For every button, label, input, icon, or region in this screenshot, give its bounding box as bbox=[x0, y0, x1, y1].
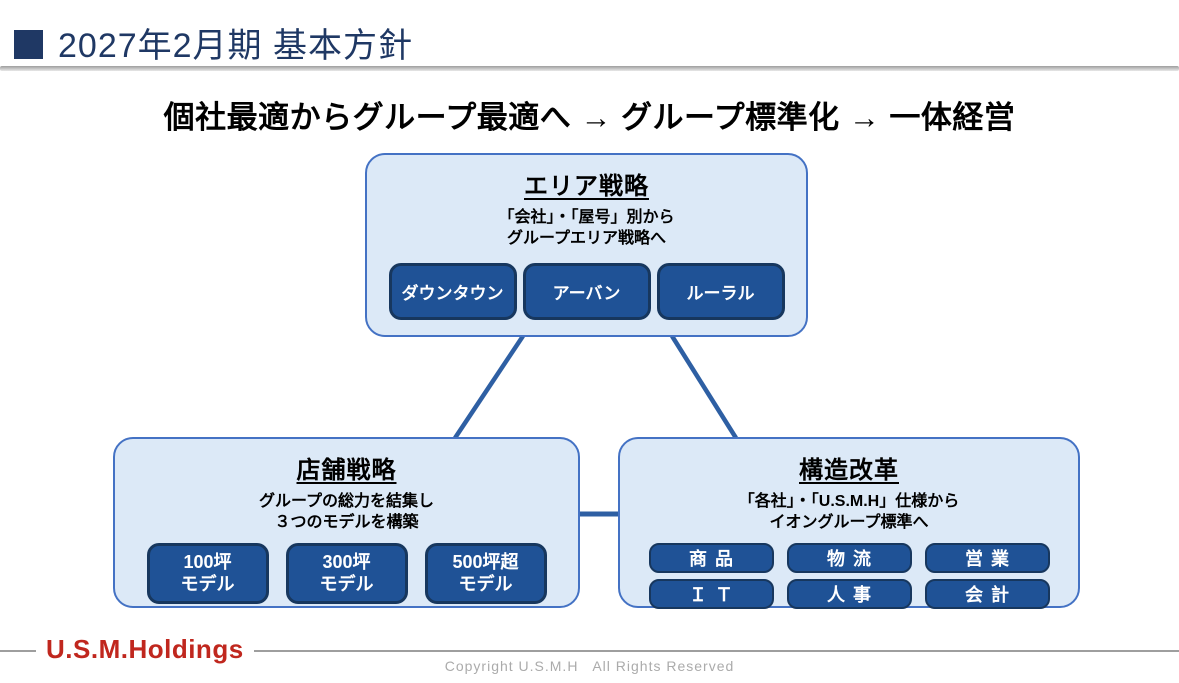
store-strategy-description: グループの総力を結集し ３つのモデルを構築 bbox=[115, 492, 578, 534]
reform-desc-line2: イオングループ標準へ bbox=[769, 513, 929, 531]
connector-area-store bbox=[453, 334, 525, 440]
reform-button-it-label: ＩＴ bbox=[689, 584, 741, 605]
area-button-urban: アーバン bbox=[522, 262, 651, 320]
reform-button-hr-label: 人事 bbox=[827, 584, 879, 605]
header-divider bbox=[0, 66, 1179, 71]
reform-button-hr: 人事 bbox=[786, 578, 912, 609]
reform-button-logistics-label: 物流 bbox=[827, 548, 879, 569]
area-button-downtown: ダウンタウン bbox=[388, 262, 517, 320]
store-button-500tsubo-line2: モデル bbox=[458, 574, 513, 595]
store-button-300tsubo: 300坪 モデル bbox=[285, 542, 408, 604]
area-button-urban-label: アーバン bbox=[552, 283, 621, 303]
store-button-500tsubo: 500坪超 モデル bbox=[424, 542, 547, 604]
reform-buttons-grid: 商品 物流 営業 ＩＴ 人事 会計 bbox=[620, 542, 1078, 609]
reform-button-sales: 営業 bbox=[924, 542, 1050, 573]
area-button-rural-label: ルーラル bbox=[686, 283, 755, 303]
area-desc-line2: グループエリア戦略へ bbox=[506, 229, 667, 247]
area-strategy-title: エリア戦略 bbox=[524, 173, 649, 200]
area-buttons-row: ダウンタウン アーバン ルーラル bbox=[367, 262, 806, 320]
connector-area-reform bbox=[670, 334, 738, 440]
reform-button-merchandise: 商品 bbox=[648, 542, 774, 573]
store-strategy-box: 店舗戦略 グループの総力を結集し ３つのモデルを構築 100坪 モデル 300坪… bbox=[113, 437, 580, 608]
store-button-100tsubo-line2: モデル bbox=[180, 574, 235, 595]
area-button-rural: ルーラル bbox=[656, 262, 785, 320]
area-button-downtown-label: ダウンタウン bbox=[401, 283, 504, 303]
store-buttons-row: 100坪 モデル 300坪 モデル 500坪超 モデル bbox=[115, 542, 578, 604]
reform-button-accounting-label: 会計 bbox=[965, 584, 1017, 605]
area-strategy-box: エリア戦略 「会社」・「屋号」別から グループエリア戦略へ ダウンタウン アーバ… bbox=[365, 153, 808, 337]
store-desc-line1: グループの総力を結集し bbox=[258, 493, 435, 510]
footer-divider bbox=[0, 650, 1179, 652]
store-button-100tsubo-line1: 100坪 bbox=[183, 551, 232, 572]
structural-reform-box: 構造改革 「各社」・「U.S.M.H」仕様から イオングループ標準へ 商品 物流… bbox=[618, 437, 1080, 609]
page-title: 2027年2月期 基本方針 bbox=[58, 27, 413, 65]
area-desc-line1: 「会社」・「屋号」別から bbox=[498, 209, 675, 226]
store-button-300tsubo-line1: 300坪 bbox=[322, 551, 371, 572]
reform-button-logistics: 物流 bbox=[786, 542, 912, 573]
store-strategy-title: 店舗戦略 bbox=[296, 457, 397, 484]
reform-button-merchandise-label: 商品 bbox=[689, 548, 741, 569]
reform-button-it: ＩＴ bbox=[648, 578, 774, 609]
copyright-text: Copyright U.S.M.H All Rights Reserved bbox=[444, 658, 735, 674]
structural-reform-title: 構造改革 bbox=[799, 457, 899, 484]
title-bullet-square bbox=[14, 30, 43, 59]
store-desc-line2: ３つのモデルを構築 bbox=[274, 513, 419, 531]
structural-reform-description: 「各社」・「U.S.M.H」仕様から イオングループ標準へ bbox=[620, 492, 1078, 534]
reform-button-accounting: 会計 bbox=[924, 578, 1050, 609]
usmh-logo: U.S.M.Holdings bbox=[36, 634, 254, 665]
area-strategy-description: 「会社」・「屋号」別から グループエリア戦略へ bbox=[367, 208, 806, 250]
reform-desc-line1: 「各社」・「U.S.M.H」仕様から bbox=[738, 493, 960, 510]
reform-button-sales-label: 営業 bbox=[965, 548, 1017, 569]
store-button-300tsubo-line2: モデル bbox=[319, 574, 374, 595]
store-button-100tsubo: 100坪 モデル bbox=[146, 542, 269, 604]
store-button-500tsubo-line1: 500坪超 bbox=[452, 551, 519, 572]
slide-subtitle: 個社最適からグループ最適へ → グループ標準化 → 一体経営 bbox=[163, 100, 1016, 135]
